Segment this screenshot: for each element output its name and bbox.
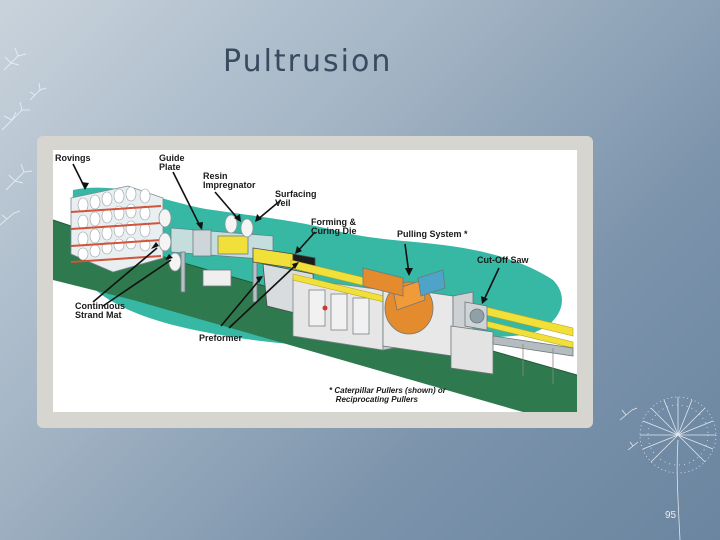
surfacing-veil-rolls xyxy=(224,214,254,238)
pultrusion-diagram: Rovings Guide Plate Resin Impregnator Su… xyxy=(53,150,577,412)
label-cutoff-saw: Cut-Off Saw xyxy=(477,255,529,265)
label-pulling-system: Pulling System * xyxy=(397,229,468,239)
slide-title: Pultrusion xyxy=(223,44,393,79)
cutoff-saw xyxy=(450,301,574,384)
label-continuous-strand-mat: Continuous Strand Mat xyxy=(75,301,125,320)
page-number: 95 xyxy=(665,510,677,521)
pulling-system xyxy=(362,267,474,357)
label-preformer: Preformer xyxy=(199,333,243,343)
strand-mat-rolls xyxy=(158,208,182,272)
label-forming-curing-die: Forming & Curing Die xyxy=(311,217,357,236)
label-arrowheads xyxy=(81,182,488,304)
label-surfacing-veil: Surfacing Veil xyxy=(275,189,317,208)
footnote-pullers: * Caterpillar Pullers (shown) or Recipro… xyxy=(329,386,446,404)
label-resin-impregnator: Resin Impregnator xyxy=(203,171,256,190)
pultrusion-machine-illustration xyxy=(53,163,577,412)
label-guide-plate: Guide Plate xyxy=(159,153,185,172)
dandelion-seeds-left-icon xyxy=(0,47,47,226)
rovings-creel xyxy=(70,185,164,273)
label-rovings: Rovings xyxy=(55,153,91,163)
dandelion-flower-icon xyxy=(619,396,717,540)
